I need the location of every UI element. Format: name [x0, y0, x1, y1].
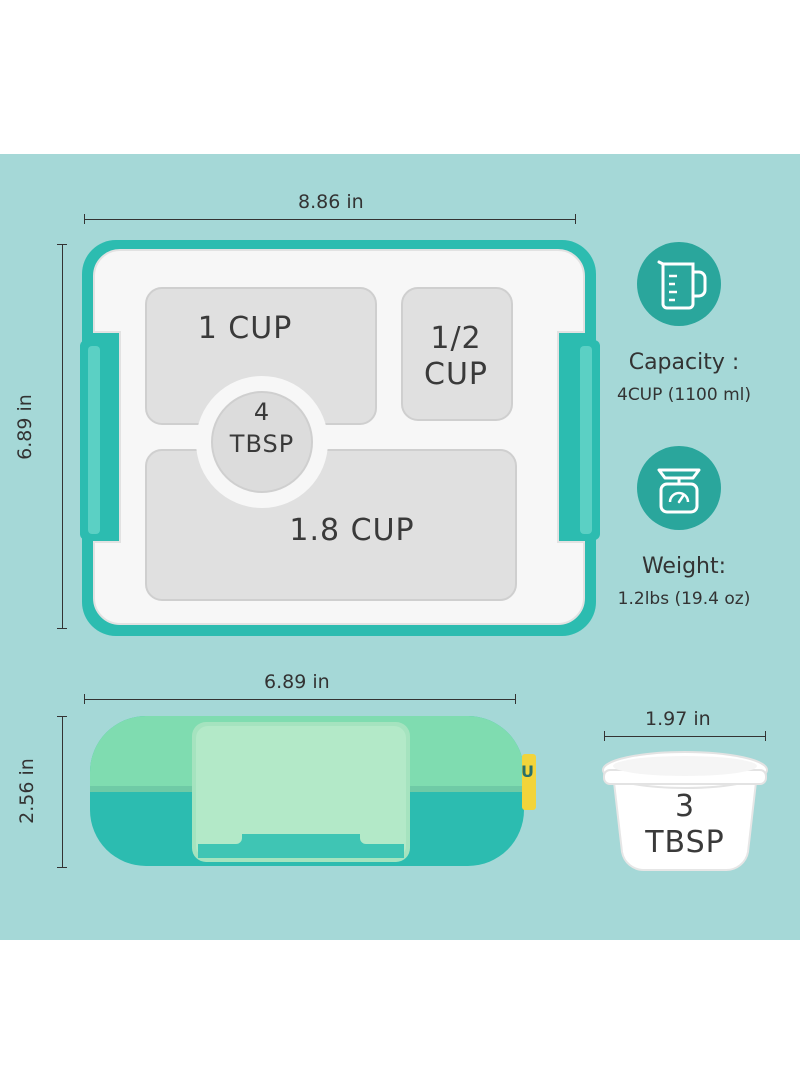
- box-height-tick-top: [57, 716, 67, 717]
- compartment-top-right-label-line2: CUP: [424, 357, 488, 392]
- compartment-circle-label-line1: 4: [253, 398, 271, 426]
- tray-height-tick-bottom: [57, 628, 67, 629]
- box-length-tick-left: [84, 694, 85, 704]
- cup-width-tick-left: [604, 731, 605, 741]
- compartment-top-right-label-line1: 1/2: [430, 321, 482, 356]
- closed-bento-box-image: [90, 716, 536, 866]
- bento-tray-image: [80, 240, 600, 636]
- sauce-cup-label-line2: TBSP: [645, 825, 725, 860]
- box-length-tick-right: [515, 694, 516, 704]
- measuring-cup-icon: [637, 242, 721, 326]
- box-length-label: 6.89 in: [264, 671, 330, 693]
- capacity-value: 4CUP (1100 ml): [617, 385, 751, 405]
- sauce-cup-label-line1: 3: [674, 789, 696, 824]
- tray-width-tick-right: [575, 214, 576, 224]
- weight-title: Weight:: [641, 554, 727, 579]
- compartment-top-left-label: 1 CUP: [197, 311, 293, 346]
- kitchen-scale-icon: [637, 446, 721, 530]
- tray-height-line: [62, 244, 63, 629]
- tray-width-line: [84, 219, 576, 220]
- box-height-line: [62, 716, 63, 868]
- tray-width-label: 8.86 in: [298, 191, 364, 213]
- compartment-circle-label-line2: TBSP: [229, 430, 295, 458]
- box-height-tick-bottom: [57, 867, 67, 868]
- cup-width-line: [604, 736, 766, 737]
- weight-value: 1.2lbs (19.4 oz): [617, 589, 751, 609]
- cup-width-tick-right: [765, 731, 766, 741]
- cup-width-label: 1.97 in: [645, 708, 711, 730]
- tray-height-label: 6.89 in: [13, 394, 36, 460]
- tray-height-tick-top: [57, 244, 67, 245]
- compartment-bottom-label: 1.8 CUP: [289, 513, 415, 548]
- capacity-title: Capacity :: [628, 350, 740, 375]
- tray-width-tick-left: [84, 214, 85, 224]
- sauce-cup-image: [602, 751, 768, 872]
- brand-logo-tab: UN: [521, 762, 535, 781]
- box-height-label: 2.56 in: [15, 758, 38, 824]
- box-length-line: [84, 699, 516, 700]
